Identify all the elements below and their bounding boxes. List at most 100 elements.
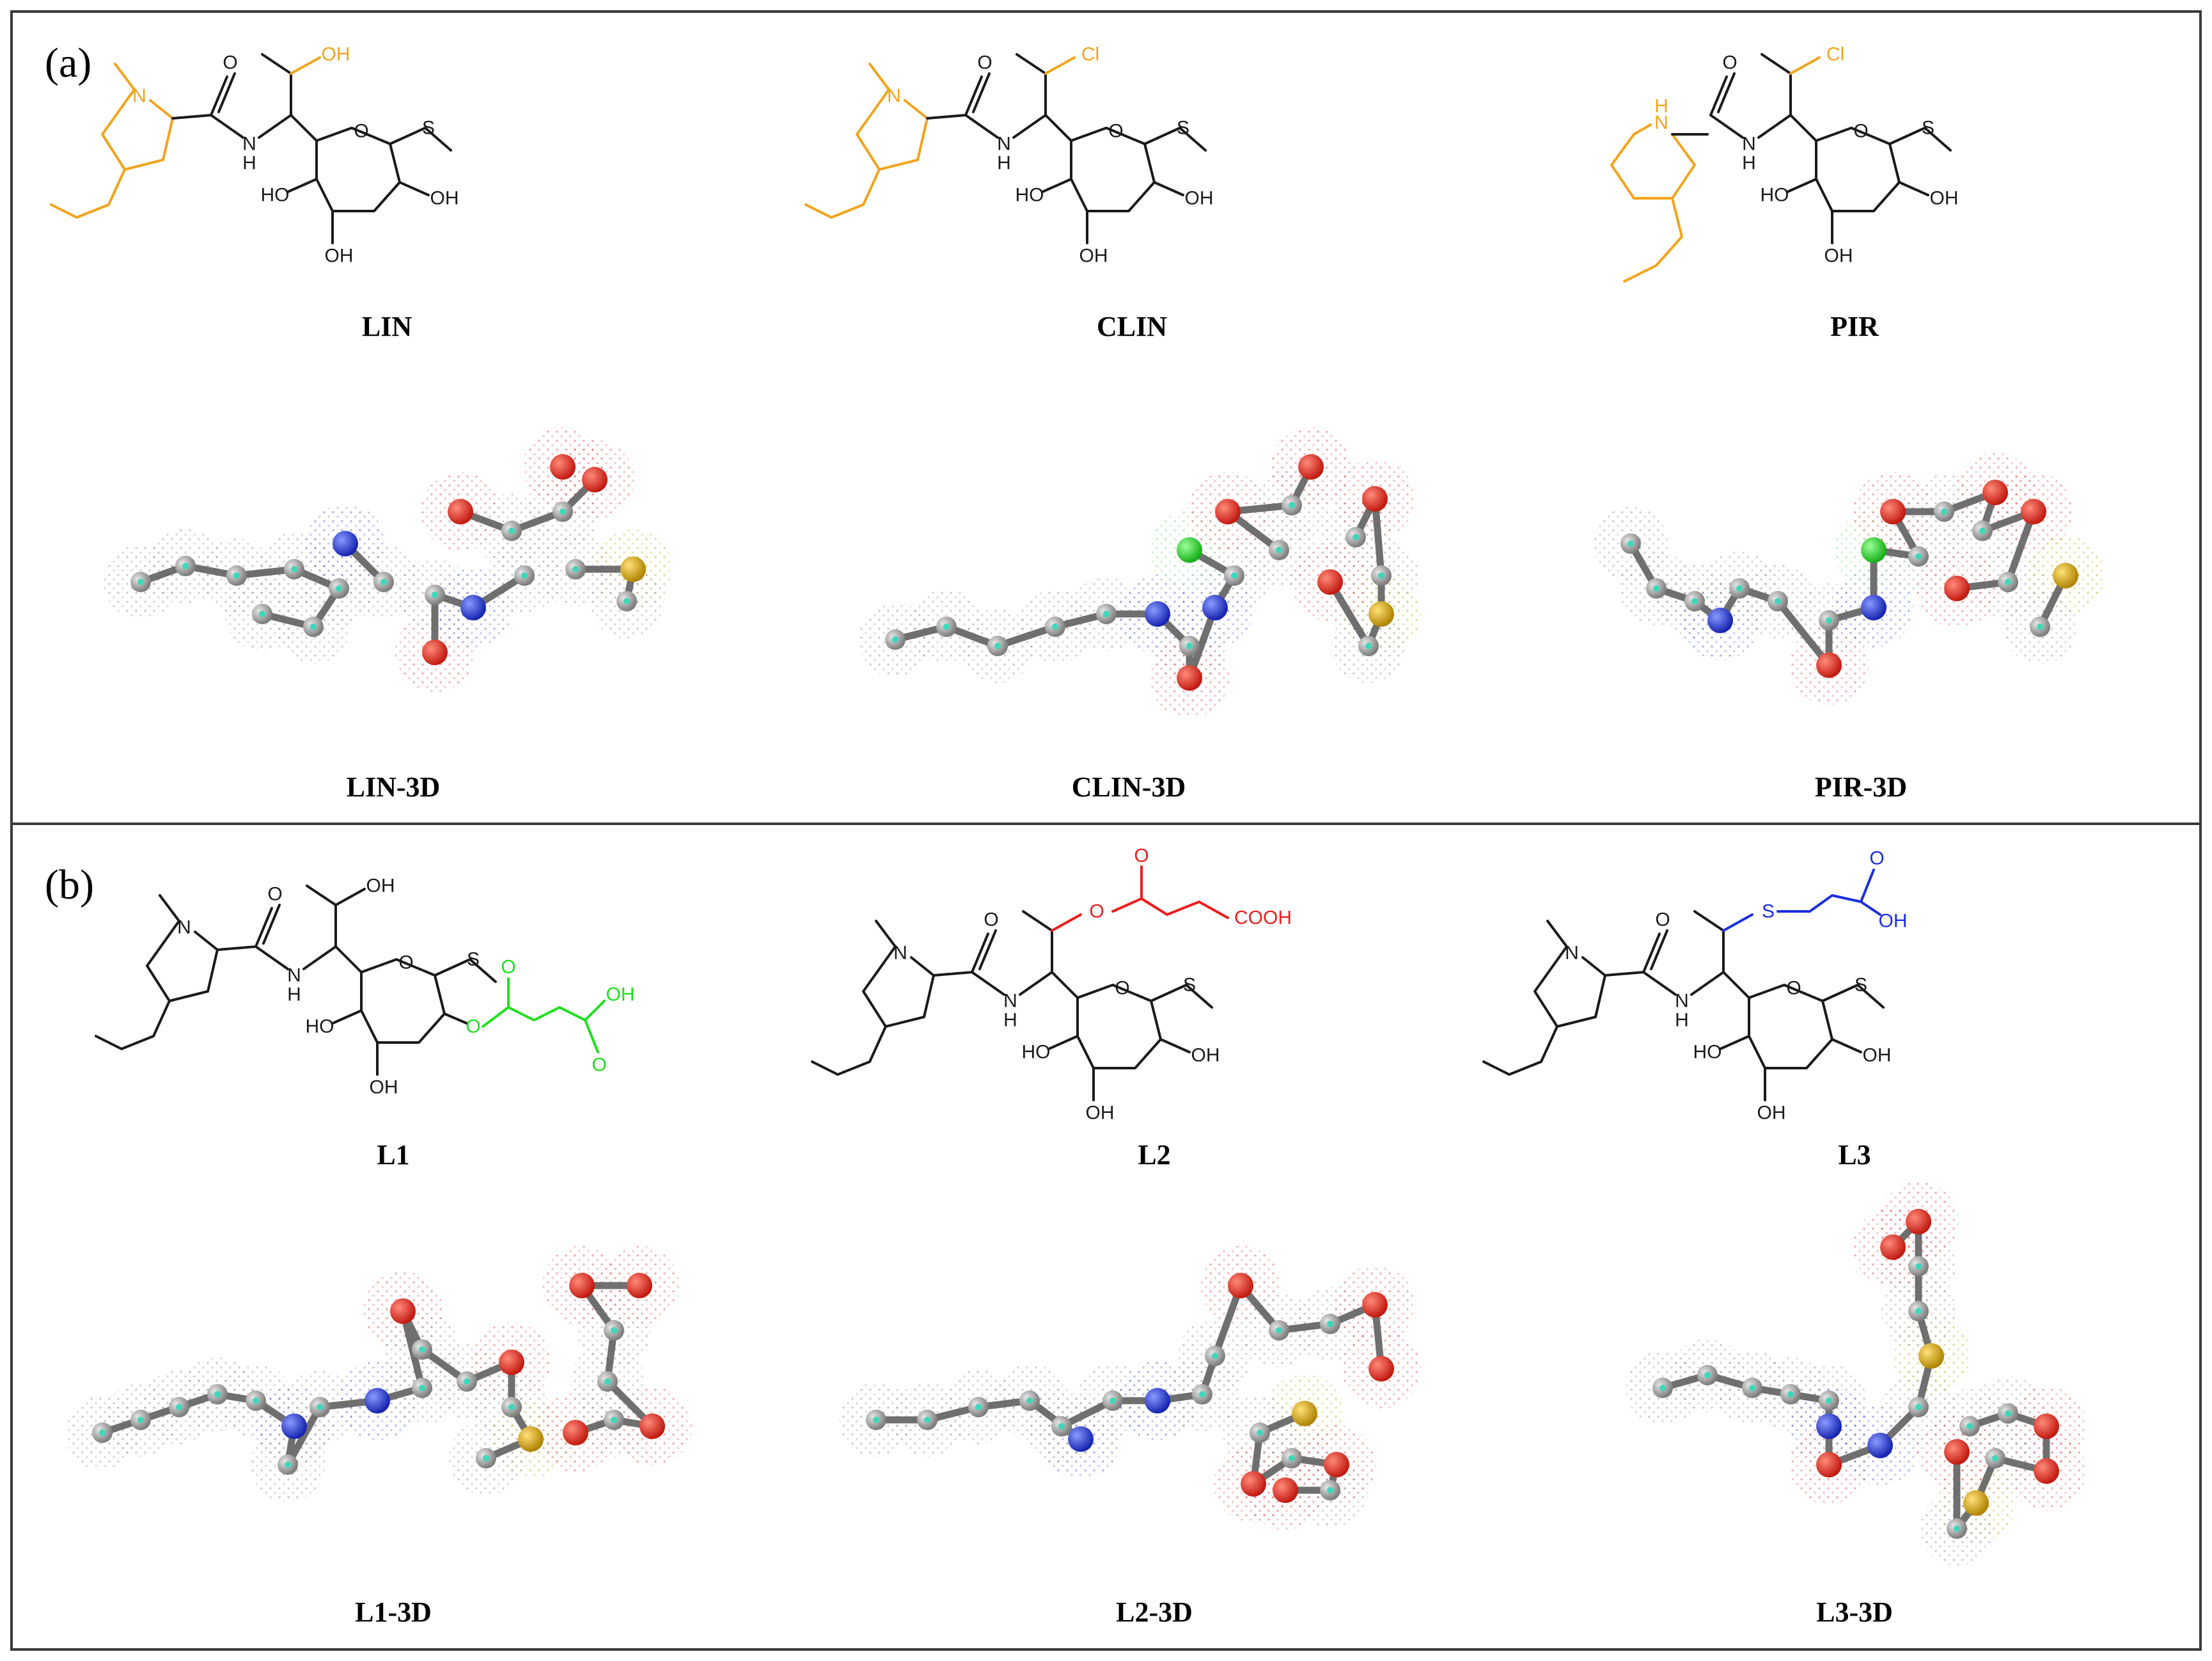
- atom-label-tag: [1954, 1525, 1960, 1532]
- atom-label-tag: [176, 1404, 182, 1410]
- side-group-bond: [1789, 56, 1821, 75]
- ring-nitrogen-label: N: [132, 86, 146, 107]
- ester-bond: [443, 1012, 468, 1025]
- atom-ball: [1906, 1209, 1931, 1234]
- hydroxyl-bond: [398, 181, 430, 196]
- atom-label-tag: [1026, 1397, 1033, 1404]
- hydroxyl-bond: [286, 178, 318, 193]
- ring-oxygen-label: O: [1853, 121, 1868, 142]
- ring-nitrogen-label: N: [1654, 113, 1668, 134]
- atom-ball: [1362, 1292, 1388, 1318]
- atom-ball: [1177, 665, 1202, 691]
- ester-carbonyl-label: O: [1134, 846, 1149, 867]
- acid-bond: [584, 1000, 606, 1021]
- panel-b-label: (b): [45, 862, 94, 908]
- atom-label-tag: [1327, 1321, 1333, 1327]
- atom-label-tag: [1992, 1455, 1998, 1461]
- atom-label-tag: [1276, 1327, 1282, 1334]
- atom-label-tag: [1327, 1487, 1333, 1493]
- amide-bond: [255, 945, 289, 970]
- pyrrolidine-ring-bond: [101, 88, 174, 171]
- atom-label-tag: [611, 1417, 617, 1423]
- carbonyl-bond: [971, 933, 989, 973]
- atom-label-tag: [1058, 1423, 1065, 1429]
- side-group-label: Cl: [1826, 44, 1844, 65]
- atom-label-tag: [604, 1378, 611, 1385]
- atom-label-tag: [1704, 1372, 1711, 1378]
- side-chain-bond: [306, 885, 337, 948]
- ring-oxygen-label: O: [1786, 978, 1801, 999]
- acid-hydroxyl-label: OH: [606, 984, 635, 1005]
- side-group-label: O: [1089, 901, 1104, 922]
- atom-label-tag: [1653, 585, 1659, 592]
- hydroxyl-label: HO: [1693, 1042, 1722, 1063]
- caption-clin-3d: CLIN-3D: [1072, 771, 1186, 803]
- hydroxyl-label: OH: [430, 188, 459, 209]
- atom-label-tag: [1941, 508, 1947, 515]
- carbonyl-bond: [964, 75, 983, 116]
- atom-ball: [582, 467, 608, 492]
- panel-b-frame: [10, 823, 2202, 1651]
- atom-ball: [550, 454, 576, 480]
- atom-ball: [518, 1426, 544, 1452]
- ring-nitrogen-label: N: [893, 943, 907, 964]
- hydroxyl-label: HO: [261, 185, 290, 206]
- caption-pir-3d: PIR-3D: [1815, 771, 1907, 803]
- amide-nitrogen-label: N: [1003, 991, 1017, 1012]
- atom-ball: [563, 1420, 588, 1445]
- atom-ball: [1202, 595, 1228, 620]
- atom-label-tag: [1257, 1429, 1263, 1436]
- amide-to-chain-bond: [258, 114, 292, 139]
- atom-label-tag: [285, 1461, 291, 1468]
- ester-oxygen-label: O: [466, 1016, 480, 1037]
- amide-bond: [1709, 114, 1744, 139]
- atom-ball: [1228, 1273, 1253, 1298]
- atom-ball: [1145, 1388, 1170, 1413]
- atom-label-tag: [483, 1455, 489, 1461]
- atom-label-tag: [994, 643, 1001, 649]
- amide-nitrogen-label: N: [1675, 991, 1689, 1012]
- ring-to-carbonyl-bond: [216, 945, 257, 951]
- thiomethyl-bond: [1888, 127, 1952, 152]
- thio-sulfur-label: S: [1183, 975, 1196, 996]
- atom-label-tag: [1110, 1397, 1116, 1404]
- acid-group-label: COOH: [1234, 908, 1292, 929]
- hydroxyl-bond: [1719, 1035, 1750, 1050]
- caption-l1: L1: [377, 1139, 409, 1170]
- atom-ball: [1273, 1477, 1298, 1503]
- propyl-tail-bond: [811, 1025, 887, 1076]
- atom-label-tag: [508, 1404, 515, 1410]
- model-3d-l3: [1626, 1182, 2086, 1566]
- hydroxyl-label: HO: [1761, 185, 1789, 206]
- amide-to-chain-bond: [1019, 971, 1053, 996]
- atom-ball: [1215, 499, 1241, 524]
- atom-ball: [1816, 652, 1842, 678]
- sugar-ring-bond: [1722, 971, 1833, 1069]
- side-group-label: Cl: [1081, 44, 1099, 65]
- n-methyl-bond: [868, 63, 890, 91]
- sugar-ring-bond: [334, 945, 446, 1044]
- caption-l2: L2: [1138, 1139, 1170, 1170]
- atom-ball: [1944, 1439, 1970, 1465]
- acid-carbonyl-label: O: [592, 1055, 606, 1076]
- atom-label-tag: [1826, 1397, 1832, 1404]
- atom-ball: [1816, 1452, 1842, 1477]
- sugar-ring-bond: [1789, 114, 1901, 212]
- atom-ball: [1861, 595, 1886, 620]
- thio-sulfur-label: S: [467, 949, 480, 970]
- atom-label-tag: [2037, 624, 2043, 630]
- atom-ball: [1362, 486, 1388, 512]
- atom-ball: [2053, 563, 2078, 588]
- bond-stick: [1371, 495, 1385, 579]
- ring-oxygen-label: O: [398, 952, 413, 973]
- atom-ball: [333, 531, 358, 556]
- amide-hydrogen-label: H: [242, 153, 256, 174]
- amide-to-chain-bond: [1690, 971, 1725, 996]
- carbonyl-oxygen-label: O: [984, 909, 998, 931]
- model-3d-lin: [104, 427, 673, 692]
- hydroxyl-label: OH: [370, 1077, 398, 1098]
- atom-label-tag: [1212, 1353, 1218, 1359]
- amide-nitrogen-label: N: [997, 134, 1011, 155]
- atom-label-tag: [233, 572, 240, 579]
- atom-label-tag: [1736, 585, 1743, 592]
